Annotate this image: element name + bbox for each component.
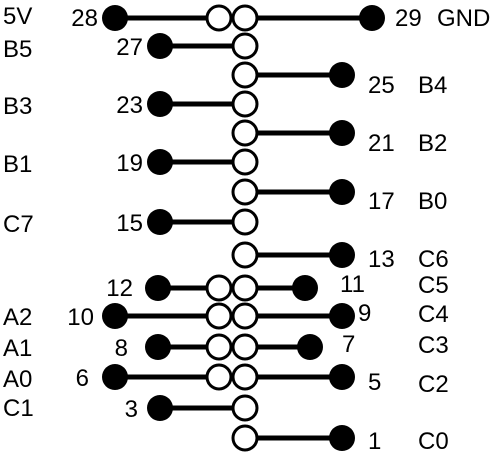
pin-pad-7 bbox=[297, 334, 323, 360]
pin-pad-27 bbox=[147, 33, 173, 59]
hole-column-left bbox=[205, 4, 233, 391]
pin-number-13: 13 bbox=[368, 246, 395, 273]
hole bbox=[231, 274, 259, 302]
hole bbox=[205, 274, 233, 302]
signal-label-a0: A0 bbox=[3, 366, 32, 393]
pin-number-9: 9 bbox=[358, 300, 371, 327]
pin-number-6: 6 bbox=[76, 365, 89, 392]
signal-names: 5V GND B5 B4 B3 B2 B1 B0 C7 C6 C5 A2 C4 … bbox=[3, 3, 490, 455]
signal-label-c4: C4 bbox=[418, 301, 449, 328]
pin-number-23: 23 bbox=[116, 92, 143, 119]
signal-label-c3: C3 bbox=[418, 332, 449, 359]
signal-label-a2: A2 bbox=[3, 304, 32, 331]
hole bbox=[231, 394, 259, 422]
hole bbox=[231, 148, 259, 176]
signal-label-b4: B4 bbox=[418, 72, 447, 99]
signal-label-a1: A1 bbox=[3, 335, 32, 362]
hole bbox=[205, 302, 233, 330]
pin-pad-29 bbox=[359, 5, 385, 31]
pin-pad-3 bbox=[147, 395, 173, 421]
pin-number-25: 25 bbox=[368, 72, 395, 99]
pin-pad-23 bbox=[147, 91, 173, 117]
pin-number-19: 19 bbox=[116, 150, 143, 177]
pin-pads bbox=[102, 5, 385, 451]
signal-label-c6: C6 bbox=[418, 246, 449, 273]
hole-column-right bbox=[231, 4, 259, 452]
hole bbox=[205, 363, 233, 391]
pin-pad-12 bbox=[145, 275, 171, 301]
pin-pad-13 bbox=[329, 242, 355, 268]
pin-number-10: 10 bbox=[67, 304, 94, 331]
hole bbox=[231, 208, 259, 236]
pin-pad-8 bbox=[145, 334, 171, 360]
pin-number-21: 21 bbox=[368, 130, 395, 157]
hole bbox=[205, 4, 233, 32]
pin-number-1: 1 bbox=[368, 428, 381, 455]
hole bbox=[231, 424, 259, 452]
pin-number-11: 11 bbox=[340, 271, 365, 298]
signal-label-c5: C5 bbox=[418, 272, 449, 299]
hole bbox=[231, 4, 259, 32]
signal-label-b0: B0 bbox=[418, 188, 447, 215]
pin-number-28: 28 bbox=[71, 5, 98, 32]
pin-pad-9 bbox=[329, 303, 355, 329]
signal-label-b5: B5 bbox=[3, 36, 32, 63]
pin-pad-5 bbox=[329, 364, 355, 390]
pin-pad-11 bbox=[292, 275, 318, 301]
signal-label-b1: B1 bbox=[3, 151, 32, 178]
pin-pad-6 bbox=[102, 364, 128, 390]
pin-pad-17 bbox=[329, 179, 355, 205]
pin-pad-15 bbox=[147, 209, 173, 235]
signal-label-c0: C0 bbox=[418, 428, 449, 455]
pin-number-29: 29 bbox=[395, 5, 422, 32]
hole bbox=[231, 363, 259, 391]
pin-number-8: 8 bbox=[115, 335, 128, 362]
signal-label-c2: C2 bbox=[418, 371, 449, 398]
pin-pad-19 bbox=[147, 149, 173, 175]
hole bbox=[231, 32, 259, 60]
signal-label-5v: 5V bbox=[3, 3, 32, 30]
pin-number-17: 17 bbox=[368, 188, 395, 215]
hole bbox=[231, 178, 259, 206]
pin-numbers: 28 29 27 25 23 21 19 17 15 13 12 11 10 9… bbox=[67, 5, 421, 455]
signal-label-b3: B3 bbox=[3, 93, 32, 120]
pin-pad-25 bbox=[329, 62, 355, 88]
pin-number-3: 3 bbox=[125, 396, 138, 423]
signal-label-b2: B2 bbox=[418, 130, 447, 157]
pin-number-7: 7 bbox=[342, 331, 355, 358]
hole bbox=[231, 302, 259, 330]
pin-number-27: 27 bbox=[116, 34, 143, 61]
hole bbox=[231, 333, 259, 361]
pin-pad-21 bbox=[329, 120, 355, 146]
hole bbox=[231, 241, 259, 269]
hole bbox=[231, 119, 259, 147]
pin-number-12: 12 bbox=[106, 275, 133, 302]
signal-label-c7: C7 bbox=[3, 211, 34, 238]
pin-pad-1 bbox=[329, 425, 355, 451]
pin-number-5: 5 bbox=[368, 369, 381, 396]
signal-label-c1: C1 bbox=[3, 395, 34, 422]
hole bbox=[205, 333, 233, 361]
hole bbox=[231, 61, 259, 89]
pin-number-15: 15 bbox=[116, 210, 143, 237]
pin-pad-10 bbox=[102, 303, 128, 329]
hole bbox=[231, 90, 259, 118]
signal-label-gnd: GND bbox=[437, 5, 490, 32]
pin-pad-28 bbox=[102, 5, 128, 31]
